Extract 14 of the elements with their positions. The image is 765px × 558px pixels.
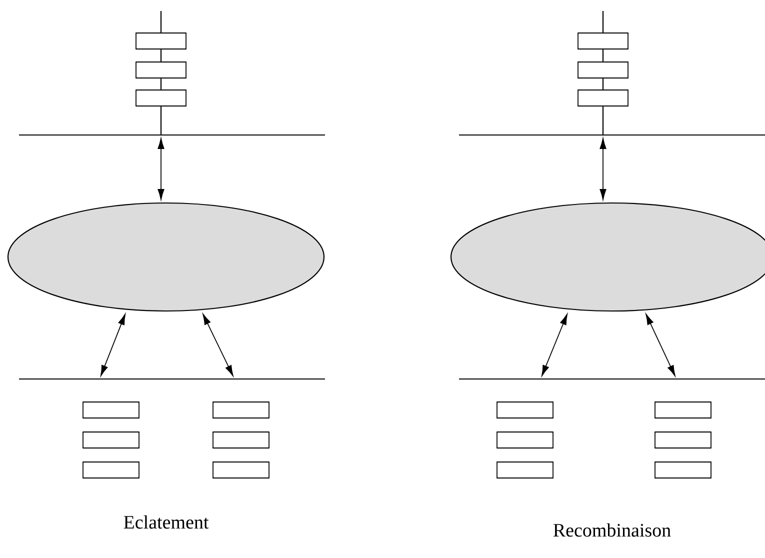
arrow	[158, 138, 164, 200]
bar-line	[458, 378, 765, 380]
caption: Eclatement	[124, 515, 209, 529]
ellipse-shape	[450, 202, 765, 312]
arrow	[100, 314, 126, 376]
arrow	[542, 314, 568, 376]
arrow	[202, 314, 234, 376]
bar-line	[18, 134, 326, 136]
arrow	[600, 138, 606, 200]
arrow	[646, 314, 676, 376]
bar-line	[458, 134, 765, 136]
ellipse-shape	[7, 202, 325, 312]
bar-line	[18, 378, 326, 380]
caption: Recombinaison	[553, 523, 671, 537]
